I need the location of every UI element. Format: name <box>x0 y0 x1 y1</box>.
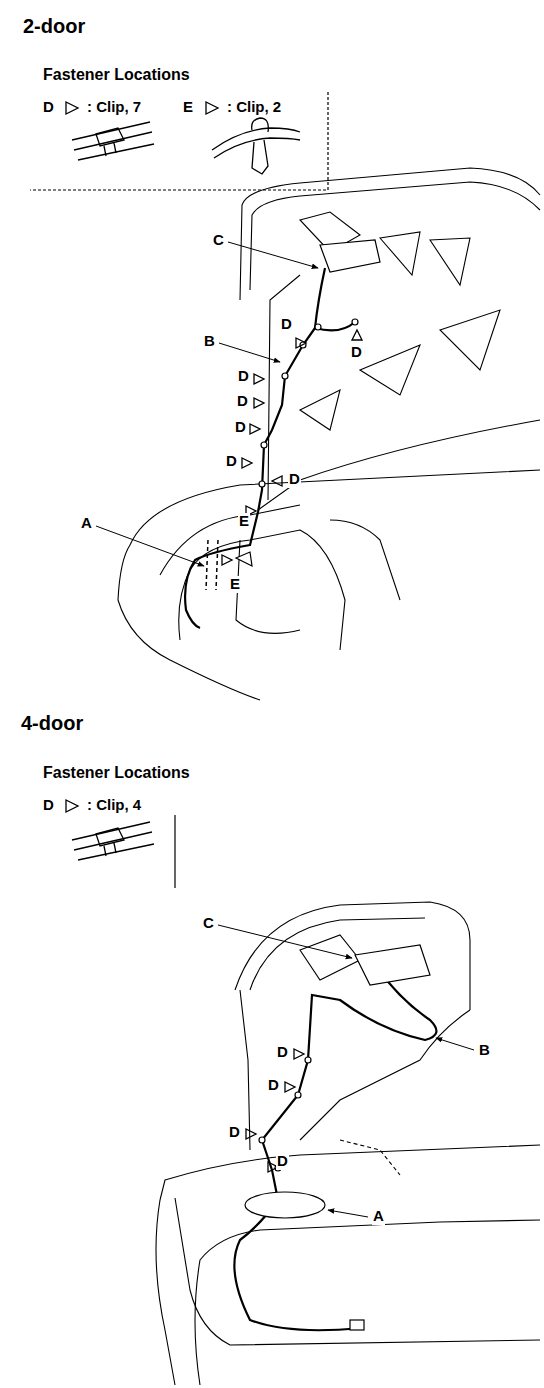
harness-4door <box>234 965 436 1330</box>
callout-letter: D <box>350 344 363 361</box>
callout-letter: D <box>280 316 293 333</box>
section-heading: 4-door <box>20 712 84 734</box>
leader-lines-2door <box>96 242 318 566</box>
callout-letter: D <box>236 393 249 410</box>
legend-heading: Fastener Locations <box>42 66 191 84</box>
trunk-4door <box>156 902 540 1385</box>
callout-letter: C <box>202 915 215 932</box>
callout-letter: D <box>42 797 55 814</box>
callout-letter: D <box>228 1124 241 1141</box>
legend-frame <box>30 92 328 888</box>
legend-heading: Fastener Locations <box>42 764 191 782</box>
clip-points-2door <box>236 240 380 566</box>
callout-letter: E <box>182 99 194 116</box>
callout-letter: D <box>276 1153 289 1170</box>
clip-count: : Clip, 4 <box>86 797 142 814</box>
callout-letter: D <box>42 99 55 116</box>
section-heading: 2-door <box>22 15 86 37</box>
clip-icons <box>66 102 300 860</box>
trunk-2door <box>118 168 540 700</box>
callout-letter: C <box>212 232 225 249</box>
clip-count: : Clip, 2 <box>226 99 282 116</box>
callout-letter: E <box>229 576 241 593</box>
callout-letter: D <box>225 453 238 470</box>
callout-letter: B <box>203 333 216 350</box>
leader-lines-4door <box>218 925 474 1217</box>
callout-letter: D <box>234 419 247 436</box>
callout-letter: D <box>267 1077 280 1094</box>
clip-markers-2door <box>222 330 362 565</box>
callout-letter: D <box>237 368 250 385</box>
callout-letter: A <box>372 1208 385 1225</box>
callout-letter: D <box>288 471 301 488</box>
callout-letter: E <box>238 513 250 530</box>
clip-points-4door <box>245 945 430 1330</box>
harness-2door <box>185 268 355 628</box>
clip-markers-4door <box>246 1049 304 1172</box>
callout-letter: A <box>80 515 93 532</box>
callout-letter: D <box>276 1044 289 1061</box>
callout-letter: B <box>478 1042 491 1059</box>
clip-count: : Clip, 7 <box>86 99 142 116</box>
